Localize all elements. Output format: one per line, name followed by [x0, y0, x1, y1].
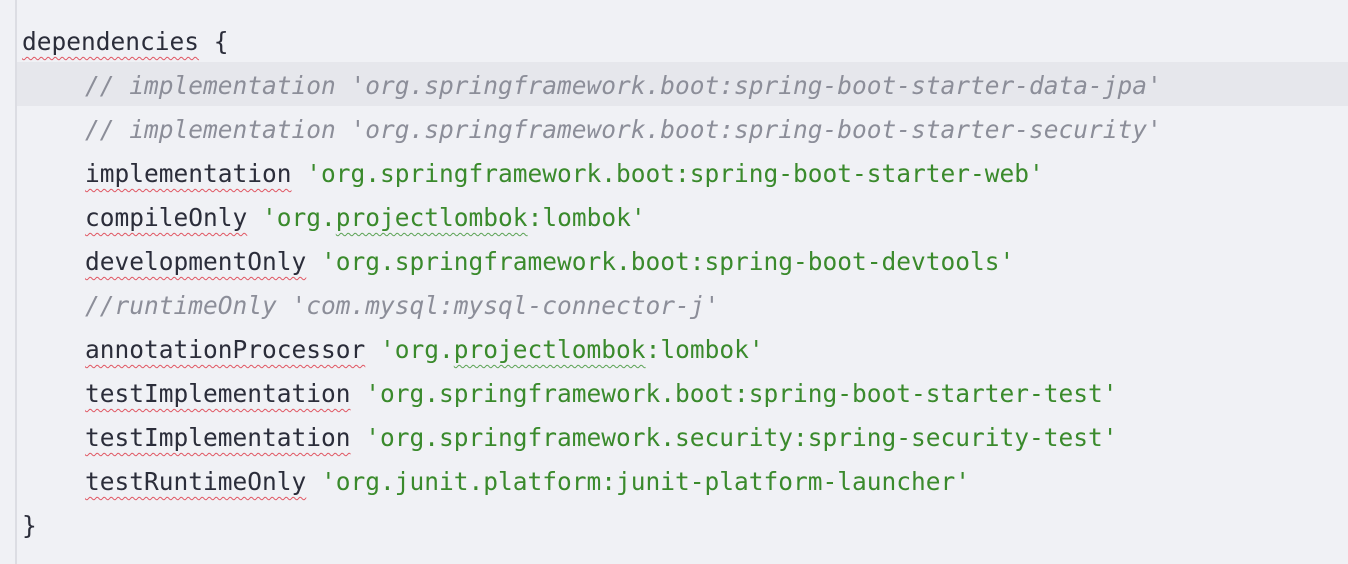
dependency-string-suffix: :lombok': [645, 335, 764, 364]
comment-text: // implementation 'org.springframework.b…: [85, 115, 1162, 144]
dependency-string-suffix: :lombok': [527, 203, 646, 232]
code-line-dependency[interactable]: annotationProcessor 'org.projectlombok:l…: [22, 328, 1342, 372]
code-line-close[interactable]: }: [22, 504, 1342, 548]
dependency-string: 'org.junit.platform:junit-platform-launc…: [321, 467, 971, 496]
code-area[interactable]: dependencies { // implementation 'org.sp…: [22, 20, 1342, 548]
code-line-comment[interactable]: // implementation 'org.springframework.b…: [22, 108, 1342, 152]
comment-text: //runtimeOnly 'com.mysql:mysql-connector…: [85, 291, 720, 320]
code-line-comment[interactable]: // implementation 'org.springframework.b…: [22, 64, 1342, 108]
dependency-string: 'org.springframework.boot:spring-boot-st…: [306, 159, 1044, 188]
code-line-dependency[interactable]: testImplementation 'org.springframework.…: [22, 416, 1342, 460]
dependency-config[interactable]: testImplementation: [85, 423, 351, 452]
code-line-dependency[interactable]: implementation 'org.springframework.boot…: [22, 152, 1342, 196]
typo-warning-word[interactable]: projectlombok: [335, 203, 528, 232]
close-brace: }: [22, 511, 37, 540]
gutter-divider: [15, 0, 17, 564]
dependency-config[interactable]: developmentOnly: [85, 247, 307, 276]
dependency-config[interactable]: implementation: [85, 159, 292, 188]
code-line-dependency[interactable]: testImplementation 'org.springframework.…: [22, 372, 1342, 416]
dependency-string-prefix: 'org.: [262, 203, 336, 232]
current-line-highlight: [17, 62, 1348, 106]
code-line-dependency[interactable]: developmentOnly 'org.springframework.boo…: [22, 240, 1342, 284]
dependency-string: 'org.springframework.security:spring-sec…: [365, 423, 1118, 452]
typo-warning-word[interactable]: projectlombok: [453, 335, 646, 364]
code-line-dependency[interactable]: compileOnly 'org.projectlombok:lombok': [22, 196, 1342, 240]
dependency-config[interactable]: testImplementation: [85, 379, 351, 408]
dependency-config[interactable]: testRuntimeOnly: [85, 467, 307, 496]
dependency-string: 'org.projectlombok:lombok': [262, 203, 646, 232]
code-line-comment[interactable]: //runtimeOnly 'com.mysql:mysql-connector…: [22, 284, 1342, 328]
code-line-dependency[interactable]: testRuntimeOnly 'org.junit.platform:juni…: [22, 460, 1342, 504]
dependency-string: 'org.springframework.boot:spring-boot-de…: [321, 247, 1015, 276]
dependencies-keyword[interactable]: dependencies: [22, 27, 200, 56]
open-brace: {: [213, 27, 229, 56]
dependency-string: 'org.springframework.boot:spring-boot-st…: [365, 379, 1118, 408]
dependency-string-prefix: 'org.: [380, 335, 454, 364]
dependency-string: 'org.projectlombok:lombok': [380, 335, 764, 364]
comment-text: // implementation 'org.springframework.b…: [85, 71, 1162, 100]
dependency-config[interactable]: compileOnly: [85, 203, 248, 232]
dependency-config[interactable]: annotationProcessor: [85, 335, 366, 364]
code-line-dependencies-open[interactable]: dependencies {: [22, 20, 1342, 64]
